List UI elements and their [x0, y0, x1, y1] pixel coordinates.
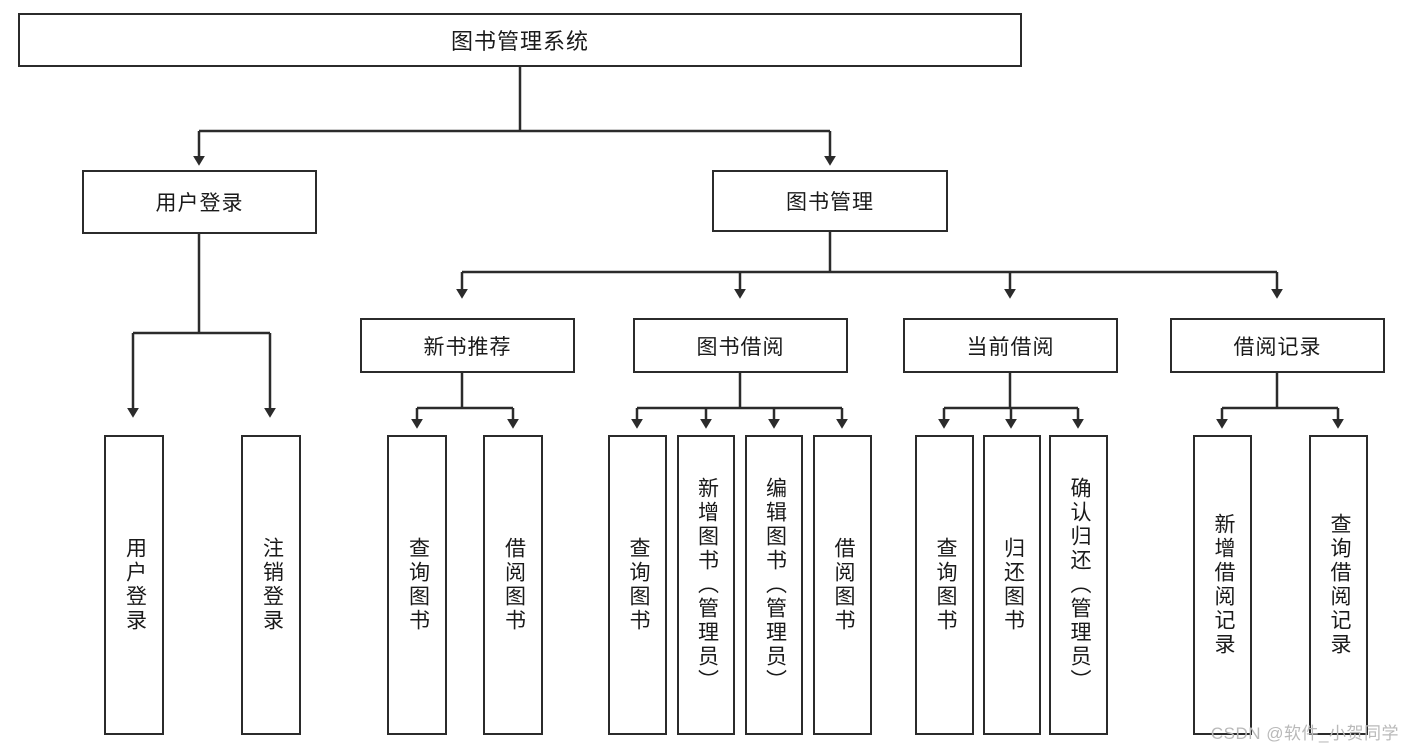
- leaf-return-book[interactable]: 归还图书: [983, 435, 1041, 735]
- leaf-logout[interactable]: 注销登录: [241, 435, 301, 735]
- leaf-label: 新增图书（管理员）: [695, 477, 719, 693]
- leaf-query-borrow-record[interactable]: 查询借阅记录: [1309, 435, 1368, 735]
- leaf-label: 查询图书: [933, 537, 957, 633]
- leaf-label: 查询借阅记录: [1327, 513, 1351, 657]
- watermark: CSDN @软件_小贺同学: [1210, 724, 1399, 743]
- leaf-label: 确认归还（管理员）: [1067, 477, 1091, 693]
- leaf-label: 查询图书: [626, 537, 650, 633]
- node-book-borrow[interactable]: 图书借阅: [633, 318, 848, 373]
- leaf-query-book-recommend[interactable]: 查询图书: [387, 435, 447, 735]
- leaf-query-book-current[interactable]: 查询图书: [915, 435, 974, 735]
- node-new-book-recommend[interactable]: 新书推荐: [360, 318, 575, 373]
- node-book-management[interactable]: 图书管理: [712, 170, 948, 232]
- leaf-edit-book-admin[interactable]: 编辑图书（管理员）: [745, 435, 803, 735]
- leaf-label: 用户登录: [123, 537, 147, 633]
- leaf-add-borrow-record[interactable]: 新增借阅记录: [1193, 435, 1252, 735]
- leaf-user-login[interactable]: 用户登录: [104, 435, 164, 735]
- leaf-label: 新增借阅记录: [1211, 513, 1235, 657]
- leaf-query-book-borrow[interactable]: 查询图书: [608, 435, 667, 735]
- node-root[interactable]: 图书管理系统: [18, 13, 1022, 67]
- node-user-login[interactable]: 用户登录: [82, 170, 317, 234]
- leaf-label: 查询图书: [406, 537, 430, 633]
- leaf-borrow-book[interactable]: 借阅图书: [813, 435, 872, 735]
- leaf-label: 注销登录: [260, 537, 284, 633]
- leaf-label: 借阅图书: [502, 537, 526, 633]
- leaf-add-book-admin[interactable]: 新增图书（管理员）: [677, 435, 735, 735]
- node-borrow-record[interactable]: 借阅记录: [1170, 318, 1385, 373]
- leaf-label: 归还图书: [1001, 537, 1025, 633]
- leaf-borrow-book-recommend[interactable]: 借阅图书: [483, 435, 543, 735]
- leaf-label: 借阅图书: [831, 537, 855, 633]
- leaf-label: 编辑图书（管理员）: [763, 477, 787, 693]
- leaf-confirm-return-admin[interactable]: 确认归还（管理员）: [1049, 435, 1108, 735]
- node-current-borrow[interactable]: 当前借阅: [903, 318, 1118, 373]
